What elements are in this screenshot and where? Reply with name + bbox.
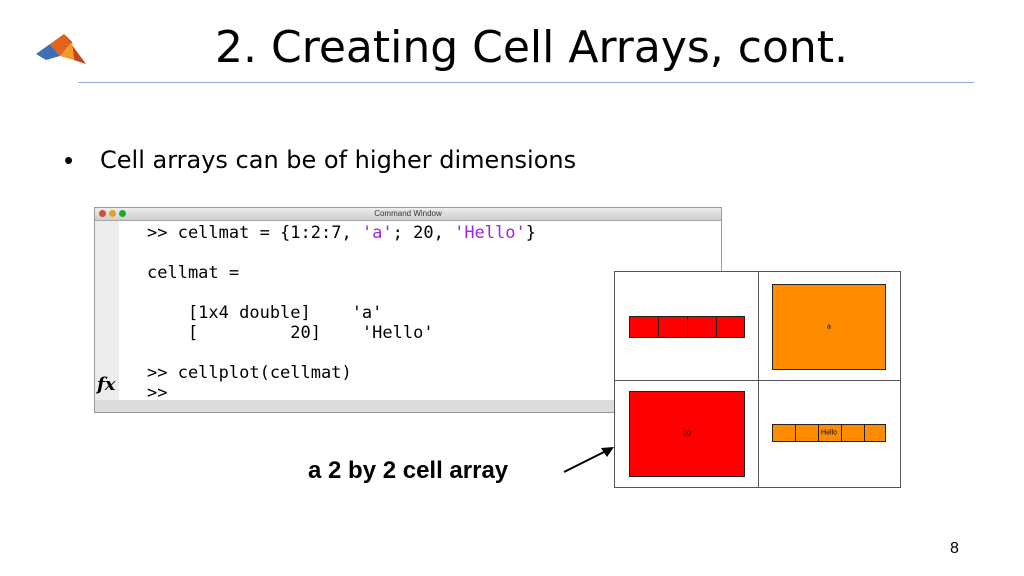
maximize-window-icon[interactable] (119, 210, 126, 217)
code-line-4: [ 20] 'Hello' (147, 323, 434, 343)
command-prompt[interactable]: >> (147, 383, 168, 403)
string-literal: 'Hello' (454, 223, 526, 243)
matlab-logo-icon (36, 34, 86, 64)
figure-caption: a 2 by 2 cell array (308, 457, 509, 484)
fx-function-browser-icon[interactable]: fx (97, 374, 116, 395)
bullet-text: Cell arrays can be of higher dimensions (100, 146, 577, 174)
string-literal: 'a' (361, 223, 393, 243)
title-divider (78, 82, 974, 83)
command-window-titlebar: Command Window (95, 208, 721, 221)
vector-element-divider (716, 317, 717, 337)
code-text: } (525, 223, 536, 243)
minimize-window-icon[interactable] (109, 210, 116, 217)
char-element-divider (864, 425, 865, 441)
close-window-icon[interactable] (99, 210, 106, 217)
vector-element-divider (687, 317, 688, 337)
char-element-divider (795, 425, 796, 441)
cell-char-a-label: a (827, 323, 831, 331)
command-window-title: Command Window (374, 209, 442, 218)
code-line-5: >> cellplot(cellmat) (147, 363, 352, 383)
horizontal-scrollbar[interactable] (95, 400, 721, 412)
page-number: 8 (950, 540, 959, 557)
code-text: >> cellmat = {1:2:7, (147, 223, 362, 243)
vector-element-divider (658, 317, 659, 337)
pointer-arrow-icon (563, 447, 614, 473)
slide-title: 2. Creating Cell Arrays, cont. (215, 22, 848, 73)
char-element-divider (818, 425, 819, 441)
cellplot-vertical-divider (758, 272, 759, 487)
code-text: ; 20, (392, 223, 455, 243)
cell-1x4-double-vector (629, 316, 745, 338)
cell-char-hello: Hello (772, 424, 886, 442)
cell-char-hello-label: Hello (821, 429, 837, 437)
code-line-2: cellmat = (147, 263, 240, 283)
cellplot-figure: a 20 Hello (614, 271, 901, 488)
code-line-1: >> cellmat = {1:2:7, 'a'; 20, 'Hello'} (147, 223, 536, 243)
char-element-divider (841, 425, 842, 441)
cellplot-horizontal-divider (615, 380, 900, 381)
bullet-marker: • (64, 145, 74, 175)
command-window-gutter (95, 221, 119, 400)
cell-scalar-20: 20 (629, 391, 745, 477)
cell-scalar-20-label: 20 (683, 430, 691, 438)
cell-char-a: a (772, 284, 886, 370)
code-line-3: [1x4 double] 'a' (147, 303, 383, 323)
